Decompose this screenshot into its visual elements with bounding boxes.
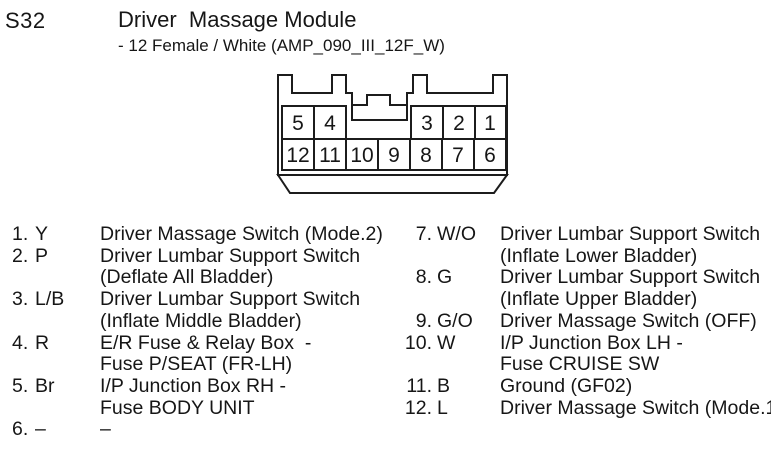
pin-cavity-number: 5 xyxy=(292,112,304,135)
pin-description: I/P Junction Box RH - Fuse BODY UNIT xyxy=(100,374,287,419)
pin-description: Driver Lumbar Support Switch (Inflate Lo… xyxy=(500,223,761,267)
pin-number: 9. xyxy=(415,309,432,332)
pin-number: 2. xyxy=(12,244,29,267)
pin-list-right: 7. W/O Driver Lumbar Support Switch (Inf… xyxy=(395,223,771,420)
pin-row-12: 12. L Driver Massage Switch (Mode.1) xyxy=(395,396,771,420)
pin-wire-color: Y xyxy=(35,223,49,245)
pin-wire-color: Br xyxy=(35,374,55,397)
pin-number: 10. xyxy=(404,331,432,354)
pin-description: Driver Massage Switch (Mode.2) xyxy=(100,223,383,245)
pin-number: 1. xyxy=(12,223,29,245)
pin-number: 3. xyxy=(12,288,29,311)
pin-cavity xyxy=(313,138,347,171)
pin-cavity xyxy=(473,138,507,171)
pin-wire-color: – xyxy=(35,418,46,441)
pin-cavity-number: 2 xyxy=(453,112,465,135)
pin-description: E/R Fuse & Relay Box - Fuse P/SEAT (FR-L… xyxy=(100,331,312,376)
pin-description: I/P Junction Box LH - Fuse CRUISE SW xyxy=(500,331,683,376)
pin-description: Driver Massage Switch (Mode.1) xyxy=(500,396,771,419)
pin-cavity xyxy=(442,105,476,140)
pin-row-6: 6. – – xyxy=(12,419,392,441)
pin-row-3: 3. L/B Driver Lumbar Support Switch (Inf… xyxy=(12,288,392,332)
pin-row-5: 5. Br I/P Junction Box RH - Fuse BODY UN… xyxy=(12,374,392,419)
pin-wire-color: B xyxy=(437,374,451,397)
pin-row-8: 8. G Driver Lumbar Support Switch (Infla… xyxy=(395,267,770,310)
pin-number: 5. xyxy=(12,374,29,397)
connector-skirt xyxy=(276,174,509,194)
pin-row-4: 4. R E/R Fuse & Relay Box - Fuse P/SEAT … xyxy=(12,331,392,376)
pin-cavity-number: 7 xyxy=(452,144,464,167)
connector-diagram: 5 4 3 2 1 12 11 10 9 8 7 6 xyxy=(276,74,509,194)
pin-number: 8. xyxy=(415,266,432,289)
pin-description: Driver Massage Switch (OFF) xyxy=(500,309,757,332)
page-title: Driver Massage Module xyxy=(118,7,357,32)
pin-cavity xyxy=(281,138,315,171)
pin-wire-color: W xyxy=(437,331,456,354)
pin-wire-color: L/B xyxy=(35,288,65,311)
pin-wire-color: P xyxy=(35,244,49,267)
pin-description: Ground (GF02) xyxy=(500,374,633,397)
pin-description: Driver Lumbar Support Switch (Deflate Al… xyxy=(100,244,361,289)
pin-list-left: 1. Y Driver Massage Switch (Mode.2) 2. P… xyxy=(12,223,392,441)
pin-cavity-number: 3 xyxy=(421,112,433,135)
pin-row-9: 9. G/O Driver Massage Switch (OFF) xyxy=(395,309,770,333)
pin-number: 4. xyxy=(12,331,29,354)
pin-description: – xyxy=(100,418,111,441)
pin-cavity-number: 6 xyxy=(484,144,496,167)
pin-number: 6. xyxy=(12,418,29,441)
connector-lock-key xyxy=(351,94,408,121)
pin-cavity-number: 1 xyxy=(484,112,496,135)
pin-cavity-number: 4 xyxy=(324,112,336,135)
pin-row-11: 11. B Ground (GF02) xyxy=(395,374,770,398)
pin-cavity-number: 11 xyxy=(319,144,341,167)
connector-id: S32 xyxy=(5,8,46,33)
pin-description: Driver Lumbar Support Switch (Inflate Mi… xyxy=(100,288,361,332)
pin-row-1: 1. Y Driver Massage Switch (Mode.2) xyxy=(12,223,392,246)
pin-number: 7. xyxy=(415,223,432,245)
pin-cavity-number: 8 xyxy=(420,144,432,167)
pin-wire-color: R xyxy=(35,331,50,354)
pin-wire-color: W/O xyxy=(437,223,476,245)
pin-wire-color: G xyxy=(437,266,453,289)
pin-number: 11. xyxy=(406,374,432,397)
pin-number: 12. xyxy=(404,396,432,419)
pin-cavity-number: 10 xyxy=(350,144,373,167)
pin-row-10: 10. W I/P Junction Box LH - Fuse CRUISE … xyxy=(395,331,770,376)
pin-wire-color: G/O xyxy=(437,309,473,332)
pin-row-7: 7. W/O Driver Lumbar Support Switch (Inf… xyxy=(395,223,770,267)
pin-cavity-number: 12 xyxy=(286,144,309,167)
pin-cavity-number: 9 xyxy=(388,144,400,167)
pin-description: Driver Lumbar Support Switch (Inflate Up… xyxy=(500,266,761,311)
connector-spec-subtitle: - 12 Female / White (AMP_090_III_12F_W) xyxy=(118,36,445,55)
pin-wire-color: L xyxy=(437,396,448,419)
pin-row-2: 2. P Driver Lumbar Support Switch (Defla… xyxy=(12,244,392,289)
